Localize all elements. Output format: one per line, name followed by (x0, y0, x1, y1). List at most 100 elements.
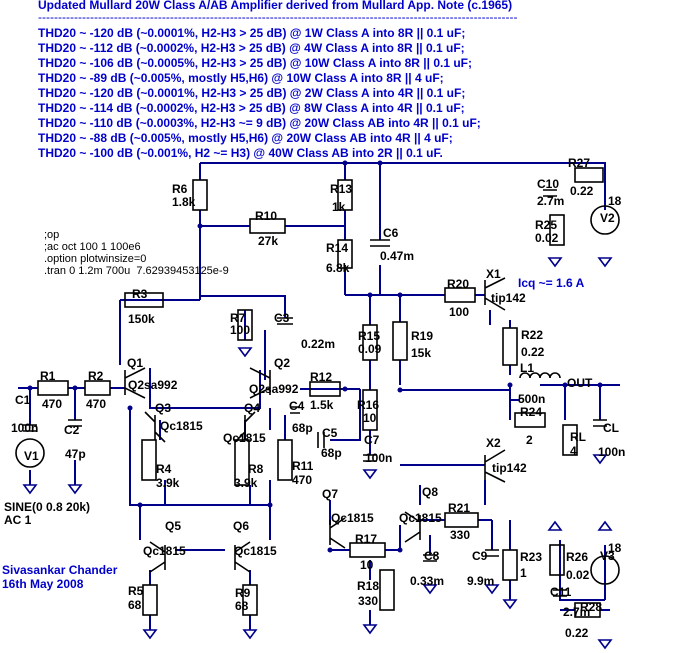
author-date: 16th May 2008 (2, 577, 84, 591)
component-label: R7 (230, 311, 246, 325)
thd-line: THD20 ~ -100 dB (~0.001%, H2 ~= H3) @ 40… (38, 146, 443, 160)
component-label: R19 (411, 329, 433, 343)
title-divider: ----------------------------------------… (38, 10, 518, 24)
junction-dot (197, 223, 203, 229)
component-label: Q2 (274, 356, 290, 370)
component-label: R28 (580, 600, 602, 614)
component-label: 2 (526, 433, 533, 447)
component-label: Qc1815 (234, 544, 277, 558)
component-label: R3 (132, 287, 148, 301)
component-label: Q2sa992 (249, 382, 299, 396)
thd-line: THD20 ~ -88 dB (~0.005%, mostly H5,H6) @… (38, 131, 453, 145)
component-label: R16 (357, 398, 379, 412)
component-label: 3.9k (156, 476, 180, 490)
component-label: X2 (486, 436, 501, 450)
junction-dot (327, 547, 333, 553)
component-label: R18 (357, 579, 379, 593)
component-label: 1.8k (172, 195, 196, 209)
junction-dot (367, 292, 373, 298)
component-label: 150k (128, 312, 155, 326)
component-label: C7 (364, 433, 380, 447)
schematic-title: Updated Mullard 20W Class A/AB Amplifier… (38, 0, 513, 12)
wires (18, 162, 620, 630)
source-spec: SINE(0 0.8 20k) (4, 500, 91, 514)
component-label: 1k (332, 200, 346, 214)
junction-dot (397, 387, 403, 393)
component-label: 47p (65, 447, 86, 461)
component-label: 10 (363, 411, 377, 425)
component-label: 15k (411, 346, 431, 360)
author-name: Sivasankar Chander (2, 563, 118, 577)
junction-dot (507, 382, 513, 388)
junction-dot (397, 547, 403, 553)
component-label: Qc1815 (223, 431, 266, 445)
component-label: 0.22 (565, 626, 589, 640)
component-label: 6.8k (326, 261, 350, 275)
component-label: R20 (447, 277, 469, 291)
component-label: C1 (15, 393, 31, 407)
component-label: 100n (365, 451, 392, 465)
thd-line: THD20 ~ -89 dB (~0.005%, mostly H5,H6) @… (38, 71, 444, 85)
component-label: 68 (235, 599, 249, 613)
component-label: R26 (566, 550, 588, 564)
component-label: V2 (600, 211, 615, 225)
spice-directive: ;op (44, 229, 60, 241)
component-label: 27k (258, 234, 278, 248)
component-label: Q8 (422, 485, 438, 499)
component-label: C4 (289, 399, 305, 413)
component-label: C2 (64, 423, 80, 437)
component-label: tip142 (491, 291, 526, 305)
component-label: R23 (520, 550, 542, 564)
component-label: 100 (449, 305, 469, 319)
component-label: C9 (472, 549, 488, 563)
component-label: Qc1815 (331, 511, 374, 525)
output-label: OUT (567, 376, 593, 390)
component-label: C8 (424, 549, 440, 563)
component-label: R2 (88, 369, 104, 383)
component-label: Q3 (155, 401, 171, 415)
component-label: R8 (248, 462, 264, 476)
component-label: R10 (255, 209, 277, 223)
iq-annotation: Icq ~= 1.6 A (518, 276, 585, 290)
component-label: 0.22 (521, 345, 545, 359)
component-label: R4 (156, 462, 172, 476)
component-label: 1.5k (310, 398, 334, 412)
junction-dot (127, 405, 133, 411)
component-label: 0.02 (566, 568, 590, 582)
component-label: Qc1815 (399, 511, 442, 525)
component-label: CL (603, 421, 619, 435)
component-label: R5 (128, 584, 144, 598)
thd-line: THD20 ~ -112 dB (~0.0002%, H2-H3 > 25 dB… (38, 41, 465, 55)
component-label: 68p (321, 446, 342, 460)
component-label: 470 (292, 473, 312, 487)
thd-line: THD20 ~ -106 dB (~0.0005%, H2-H3 > 25 dB… (38, 56, 472, 70)
thd-line: THD20 ~ -120 dB (~0.0001%, H2-H3 > 25 dB… (38, 26, 466, 40)
component-label: Q1 (127, 356, 143, 370)
junction-dot (72, 385, 78, 391)
thd-line: THD20 ~ -110 dB (~0.0003%, H2-H3 ~= 9 dB… (38, 116, 481, 130)
component-label: R12 (310, 370, 332, 384)
component-label: C6 (383, 226, 399, 240)
junction-dot (342, 160, 348, 166)
component-label: V3 (600, 549, 615, 563)
component-label: Q2sa992 (128, 378, 178, 392)
component-label: Qc1815 (160, 419, 203, 433)
source-ac: AC 1 (4, 513, 32, 527)
component-label: C5 (322, 426, 338, 440)
component-label: 470 (42, 397, 62, 411)
component-label: Q6 (233, 519, 249, 533)
component-label: 0.09 (358, 342, 382, 356)
junction-dot (562, 382, 568, 388)
component-label: 330 (450, 528, 470, 542)
component-label: Q5 (165, 519, 181, 533)
junction-dot (397, 292, 403, 298)
component-label: tip142 (492, 461, 527, 475)
component-label: 100 (230, 323, 250, 337)
component-label: 0.22 (570, 184, 594, 198)
component-label: Qc1815 (143, 544, 186, 558)
component-label: R17 (355, 532, 377, 546)
component-label: 4 (570, 444, 577, 458)
thd-line: THD20 ~ -114 dB (~0.0002%, H2-H3 > 25 dB… (38, 101, 465, 115)
component-label: R9 (235, 586, 251, 600)
